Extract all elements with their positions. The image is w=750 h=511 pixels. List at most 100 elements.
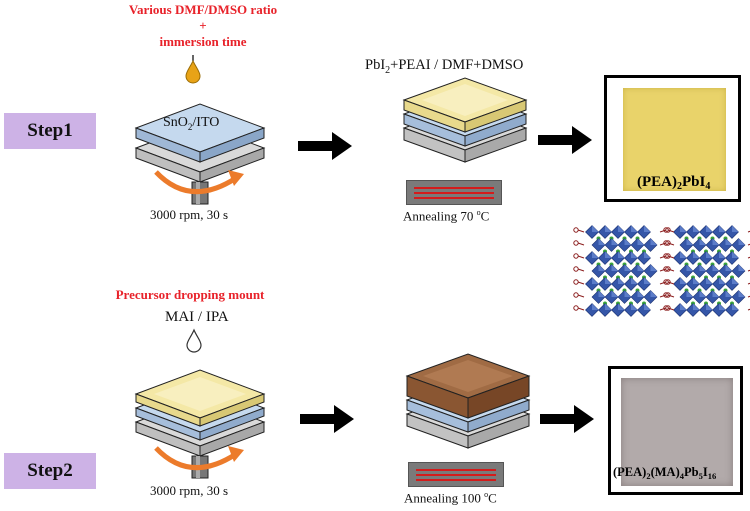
octahedron-face — [631, 225, 638, 232]
octahedron-face — [618, 225, 625, 232]
ligand — [577, 255, 585, 259]
ligand — [663, 240, 669, 246]
step1-label: Step1 — [27, 120, 73, 141]
step1-substrate-label: SnO2/ITO — [163, 115, 220, 132]
hot-plate-icon — [406, 180, 502, 205]
right-arrow-icon — [538, 126, 592, 154]
ligand — [577, 281, 585, 285]
octahedron-face — [699, 238, 706, 245]
ligand — [667, 281, 675, 285]
step2-solution-label: MAI / IPA — [165, 309, 229, 325]
octahedron-face — [624, 264, 631, 271]
octahedron-face — [598, 290, 605, 297]
octahedron-face — [605, 251, 612, 258]
ligand — [577, 307, 585, 311]
octahedron-face — [693, 251, 700, 258]
film-sample-gray — [621, 378, 733, 486]
ligand — [747, 269, 750, 272]
octahedron-face — [719, 303, 726, 310]
ligand — [663, 253, 669, 259]
octahedron-face — [712, 264, 719, 271]
right-arrow-icon — [300, 405, 354, 433]
ligand — [667, 255, 675, 259]
step1-label-box: Step1 — [4, 113, 96, 149]
drop-icon — [185, 55, 201, 84]
ligand — [663, 279, 669, 285]
ligand — [667, 268, 675, 272]
ligand — [665, 305, 671, 311]
rotation-arrow-icon — [154, 170, 244, 194]
step1-precursor-label: PbI2+PEAI / DMF+DMSO — [365, 57, 524, 76]
octahedron-face — [650, 238, 657, 245]
ligand — [573, 227, 579, 233]
step2-label: Step2 — [27, 460, 73, 481]
octahedron-face — [637, 264, 644, 271]
step2-anneal-label: Annealing 100 oC — [404, 490, 497, 506]
ligand — [747, 295, 750, 298]
ligand — [665, 227, 671, 233]
octahedron-face — [631, 251, 638, 258]
ligand — [659, 307, 667, 311]
octahedron-face — [598, 264, 605, 271]
ligand — [665, 292, 671, 298]
octahedron-face — [706, 303, 713, 310]
step1-anneal-label: Annealing 70 oC — [403, 208, 490, 224]
step1-spin-label: 3000 rpm, 30 s — [150, 207, 228, 222]
ligand — [665, 240, 671, 246]
ligand — [747, 308, 750, 311]
hot-plate-icon — [408, 462, 504, 487]
octahedron-face — [712, 290, 719, 297]
octahedron-face — [680, 303, 687, 310]
octahedron-face — [719, 225, 726, 232]
octahedron-face — [605, 225, 612, 232]
ligand — [747, 243, 750, 246]
ligand — [573, 279, 579, 285]
ligand — [665, 266, 671, 272]
octahedron-face — [732, 277, 739, 284]
drop-icon — [186, 328, 202, 353]
octahedron-face — [732, 251, 739, 258]
octahedron-face — [592, 303, 599, 310]
right-arrow-icon — [298, 132, 352, 160]
octahedron-face — [725, 290, 732, 297]
ligand — [667, 294, 675, 298]
octahedron-face — [680, 225, 687, 232]
octahedron-face — [706, 251, 713, 258]
ligand — [573, 240, 579, 246]
octahedron-face — [650, 264, 657, 271]
octahedron-face — [624, 290, 631, 297]
octahedron-face — [592, 225, 599, 232]
product-photo-2: (PEA)2(MA)4Pb5I16 — [608, 366, 743, 495]
step2-coated-stack — [405, 353, 531, 449]
octahedron-face — [732, 303, 739, 310]
octahedron-face — [611, 290, 618, 297]
octahedron-face — [637, 238, 644, 245]
ligand — [667, 307, 675, 311]
octahedron-face — [738, 290, 745, 297]
ligand — [747, 256, 750, 259]
octahedron-face — [605, 277, 612, 284]
ligand — [667, 242, 675, 246]
ligand — [577, 268, 585, 272]
ligand — [573, 305, 579, 311]
step1-coated-stack — [402, 77, 528, 163]
octahedron-face — [611, 264, 618, 271]
ligand — [663, 292, 669, 298]
spin-coater-icon — [134, 103, 266, 205]
octahedron-face — [618, 277, 625, 284]
octahedron-face — [725, 264, 732, 271]
octahedron-face — [738, 238, 745, 245]
spin-coater-icon — [134, 369, 266, 479]
octahedron-face — [637, 290, 644, 297]
rotation-arrow-icon — [154, 446, 244, 470]
step2-spin-label: 3000 rpm, 30 s — [150, 483, 228, 498]
step1-condition-plus: + — [199, 18, 207, 33]
octahedron-face — [631, 277, 638, 284]
ligand — [577, 242, 585, 246]
octahedron-face — [592, 277, 599, 284]
octahedron-face — [592, 251, 599, 258]
octahedron-face — [644, 303, 651, 310]
octahedron-face — [719, 277, 726, 284]
octahedron-face — [693, 225, 700, 232]
